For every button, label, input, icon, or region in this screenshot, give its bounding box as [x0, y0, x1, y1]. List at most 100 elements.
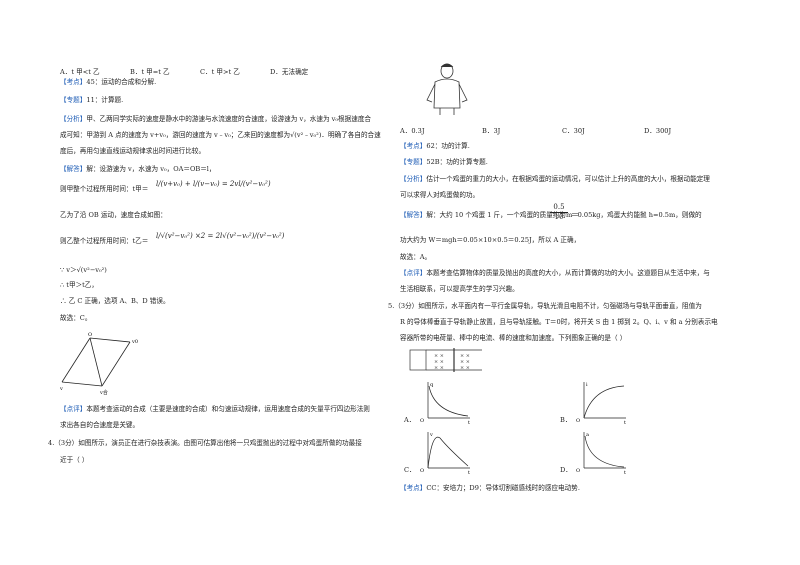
option-c: C．t 甲>t 乙 — [200, 68, 240, 76]
fig-label-v0: v0 — [131, 339, 138, 345]
q5-line-2: R 的导体棒垂直于导轨静止放置，且与导轨接触。T＝0时，将开关 S 由 1 掷到… — [400, 318, 718, 326]
dianping-tag: 【点评】 — [60, 405, 87, 413]
zhuanti-tag: 【专题】 — [60, 96, 87, 104]
fenxi-line-1: 【分析】甲、乙两同学实际的速度是静水中的游速与水流速度的合速度，设游速为 v，水… — [60, 115, 371, 124]
r-zhuanti-tag: 【专题】 — [400, 158, 427, 166]
jieda-line-2: 则甲整个过程所用时间：t甲＝ — [60, 185, 149, 193]
q4-option-b: B．3J — [482, 127, 501, 135]
fenxi-line-2: 成可知：甲游到 A 点的速度为 v+v₀，游回的速度为 v﹣v₀；乙来回的速度都… — [60, 131, 381, 139]
fig-label-v: v — [60, 386, 63, 392]
graph-d: a t O — [576, 432, 626, 474]
r-jieda-line-2: 功大约为 W＝mgh＝0.05×10×0.5＝0.25J，所以 A 正确， — [400, 236, 581, 244]
r-zhuanti-text: 52B：功的计算专题. — [426, 158, 488, 166]
graph-option-b[interactable]: B． — [560, 416, 572, 424]
r-kaodian2-tag: 【考点】 — [400, 484, 427, 492]
q5-line-1: 5.（3分）如图所示，水平面内有一平行金属导轨，导轨光滑且电阻不计，匀强磁场与导… — [388, 302, 702, 310]
kaodian-text: 45：运动的合成和分解. — [86, 78, 157, 86]
graph-a-origin: O — [420, 418, 424, 424]
svg-text:× ×: × × — [434, 353, 444, 359]
graph-d-y-label: a — [586, 432, 589, 438]
svg-text:× ×: × × — [460, 353, 470, 359]
q5-line-3: 容器所带的电荷量、棒中的电流、棒的速度和加速度。下列图象正确的是（ ） — [400, 334, 627, 342]
graph-b-x-label: t — [624, 420, 626, 424]
q3-options: A．t 甲<t 乙 B．t 甲=t 乙 C．t 甲>t 乙 D．无法确定 — [60, 66, 390, 76]
jieda-line-8: 故选：C。 — [60, 314, 92, 322]
graph-c-origin: O — [420, 468, 424, 474]
jieda-line-7: ∴ 乙 C 正确，选项 A、B、D 错误。 — [60, 297, 170, 305]
r-kaodian2-text: CC：安培力；D9：导体切割磁感线时的感应电动势. — [426, 484, 580, 492]
juggler-figure — [426, 63, 468, 115]
fraction-denominator: 10 — [554, 213, 564, 221]
q4-option-d: D．300J — [644, 127, 672, 135]
q4-line-2: 近于（ ） — [60, 456, 89, 464]
graph-b-origin: O — [576, 418, 580, 424]
svg-text:× ×: × × — [434, 365, 444, 371]
dianping-line-1: 【点评】本题考查运动的合成（主要是速度的合成）和匀速运动规律，运用速度合成的矢量… — [60, 405, 370, 414]
q4-option-c: C．30J — [562, 127, 585, 135]
graph-option-d[interactable]: D． — [560, 466, 572, 474]
mass-fraction: 0.5 10 — [550, 203, 568, 222]
r-dianping-line-1: 【点评】本题考查估算物体的质量及抛出的高度的大小，从而计算做的功的大小。这道题目… — [400, 269, 710, 278]
r-dianping-tag: 【点评】 — [400, 269, 427, 277]
r-jieda-text-1b: ＝0.05kg，鸡蛋大约能抛 h=0.5m，则做的 — [571, 211, 702, 219]
kaodian-tag: 【考点】 — [60, 78, 87, 86]
r-jieda-line-3: 故选：A。 — [400, 253, 432, 261]
r-jieda-tag: 【解答】 — [400, 211, 427, 219]
r-fenxi-line-2: 可以求得人对鸡蛋做的功。 — [400, 191, 480, 199]
r-kaodian-text: 62：功的计算. — [426, 142, 470, 150]
r-dianping-line-2: 生活相联系，可以提高学生的学习兴趣。 — [400, 285, 519, 293]
fenxi-text-1: 甲、乙两同学实际的速度是静水中的游速与水流速度的合速度，设游速为 v，水速为 v… — [86, 115, 372, 123]
option-d: D．无法确定 — [270, 68, 309, 76]
q4-option-a: A．0.3J — [400, 127, 425, 135]
graph-a-y-label: q — [430, 382, 434, 388]
svg-text:× ×: × × — [460, 359, 470, 365]
r-fenxi-line-1: 【分析】估计一个鸡蛋的重力的大小，在根据鸡蛋的运动情况，可以估计上升的高度的大小… — [400, 175, 710, 184]
graph-b-y-label: i — [586, 382, 588, 388]
r-dianping-text-1: 本题考查估算物体的质量及抛出的高度的大小，从而计算做的功的大小。这道题目从生活中… — [426, 269, 710, 277]
yi-formula: l/√(v²−v₀²) ×2 = 2l√(v²−v₀²)/(v²−v₀²) — [156, 232, 285, 240]
graph-b: i t O — [576, 382, 626, 424]
fig-label-vhe: v合 — [99, 389, 108, 396]
r-fenxi-text-1: 估计一个鸡蛋的重力的大小，在根据鸡蛋的运动情况，可以估计上升的高度的大小，根据动… — [426, 175, 710, 183]
answer-graphs: A． B． C． D． q t O i t O — [400, 378, 740, 478]
r-zhuanti-line: 【专题】52B：功的计算专题. — [400, 158, 488, 167]
fig-label-o: O — [88, 332, 92, 338]
graph-option-c[interactable]: C． — [404, 466, 416, 474]
fenxi-tag: 【分析】 — [60, 115, 87, 123]
dianping-text-1: 本题考查运动的合成（主要是速度的合成）和匀速运动规律，运用速度合成的矢量平行四边… — [86, 405, 370, 413]
option-a: A．t 甲<t 乙 — [60, 68, 100, 76]
zhuanti-line: 【专题】11：计算题. — [60, 96, 123, 105]
zhuanti-text: 11：计算题. — [86, 96, 124, 104]
graph-c-x-label: t — [468, 470, 470, 474]
kaodian-line: 【考点】45：运动的合成和分解. — [60, 78, 156, 87]
fenxi-line-3: 度后，再用匀速直线运动规律求出时间进行比较。 — [60, 147, 206, 155]
graph-c-y-label: v — [429, 432, 433, 438]
velocity-parallelogram-figure: O v0 v v合 — [60, 332, 138, 396]
jieda-text-1: 解：设游速为 v，水速为 v₀，OA＝OB＝l， — [86, 165, 216, 173]
graph-d-origin: O — [576, 468, 580, 474]
fraction-numerator: 0.5 — [550, 203, 568, 213]
svg-text:× ×: × × — [434, 359, 444, 365]
q4-line-1: 4.（3分）如图所示，演员正在进行杂技表演。由图可估算出他将一只鸡蛋抛出的过程中… — [48, 439, 362, 447]
jieda-line-4: 则乙整个过程所用时间：t乙＝ — [60, 237, 149, 245]
graph-d-x-label: t — [624, 470, 626, 474]
graph-a-x-label: t — [468, 420, 470, 424]
jieda-line-3: 乙为了沿 OB 运动，速度合成如图： — [60, 211, 167, 219]
r-jieda-line-1: 【解答】解：大约 10 个鸡蛋 1 斤，一个鸡蛋的质量约为m＝ — [400, 211, 579, 220]
jia-formula: l/(v+v₀) + l/(v−v₀) = 2vl/(v²−v₀²) — [156, 180, 271, 188]
r-jieda-text-1a: 解：大约 10 个鸡蛋 1 斤，一个鸡蛋的质量约为m＝ — [426, 211, 579, 219]
q4-options: A．0.3J B．3J C．30J D．300J — [400, 125, 740, 135]
jieda-line-1: 【解答】解：设游速为 v，水速为 v₀，OA＝OB＝l， — [60, 165, 216, 174]
jieda-tag: 【解答】 — [60, 165, 87, 173]
graph-a: q t O — [420, 382, 470, 424]
graph-option-a[interactable]: A． — [404, 416, 416, 424]
option-b: B．t 甲=t 乙 — [130, 68, 170, 76]
r-fenxi-tag: 【分析】 — [400, 175, 427, 183]
svg-text:× ×: × × — [460, 365, 470, 371]
r-kaodian-tag: 【考点】 — [400, 142, 427, 150]
r-kaodian-line: 【考点】62：功的计算. — [400, 142, 470, 151]
r-kaodian2-line: 【考点】CC：安培力；D9：导体切割磁感线时的感应电动势. — [400, 484, 580, 493]
circuit-figure: × ×× × × ×× × × ×× × — [409, 348, 482, 372]
jieda-line-6: ∴ t甲＞t乙， — [60, 281, 98, 289]
